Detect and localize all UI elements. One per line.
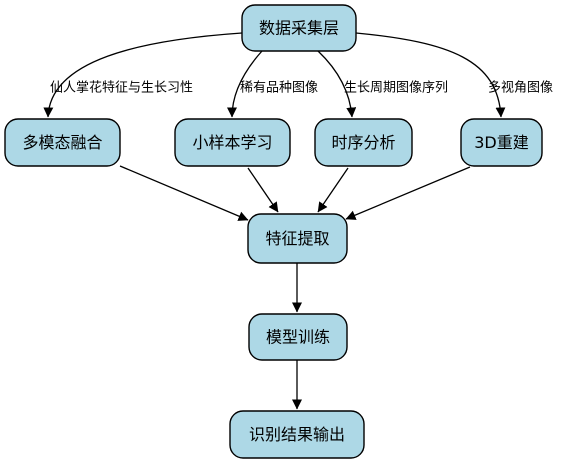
node-result-output-label: 识别结果输出 [249,425,345,444]
node-feature-extraction[interactable]: 特征提取 [247,213,348,264]
node-few-shot-learning-label: 小样本学习 [192,133,272,152]
edge-fewshot-to-feature [247,167,279,213]
edge-collection-to-multimodal [43,32,243,118]
edge-label-multi-view: 多视角图像 [488,80,553,96]
edge-multimodal-to-feature [119,165,249,221]
node-multimodal-fusion-label: 多模态融合 [22,133,102,152]
edge-collection-to-timeseries [317,50,357,118]
edge-collection-to-3d [355,32,506,118]
edge-3d-to-feature [345,166,471,220]
node-few-shot-learning[interactable]: 小样本学习 [174,118,291,167]
node-time-series-analysis[interactable]: 时序分析 [314,118,413,167]
node-model-training-label: 模型训练 [266,328,330,347]
node-multimodal-fusion[interactable]: 多模态融合 [4,118,121,167]
node-feature-extraction-label: 特征提取 [265,229,329,248]
edge-label-rare-species: 稀有品种图像 [240,81,318,96]
edge-collection-to-fewshot [227,50,263,118]
edge-timeseries-to-feature [317,167,349,213]
node-3d-reconstruction-label: 3D重建 [474,133,529,152]
node-data-collection-label: 数据采集层 [259,19,339,38]
node-time-series-analysis-label: 时序分析 [331,133,395,152]
node-data-collection[interactable]: 数据采集层 [241,4,357,52]
edge-label-growth-cycle: 生长周期图像序列 [344,81,448,96]
node-model-training[interactable]: 模型训练 [248,313,348,361]
node-3d-reconstruction[interactable]: 3D重建 [460,118,543,167]
edge-label-cactus-traits: 仙人掌花特征与生长习性 [50,80,193,96]
node-result-output[interactable]: 识别结果输出 [229,410,365,459]
